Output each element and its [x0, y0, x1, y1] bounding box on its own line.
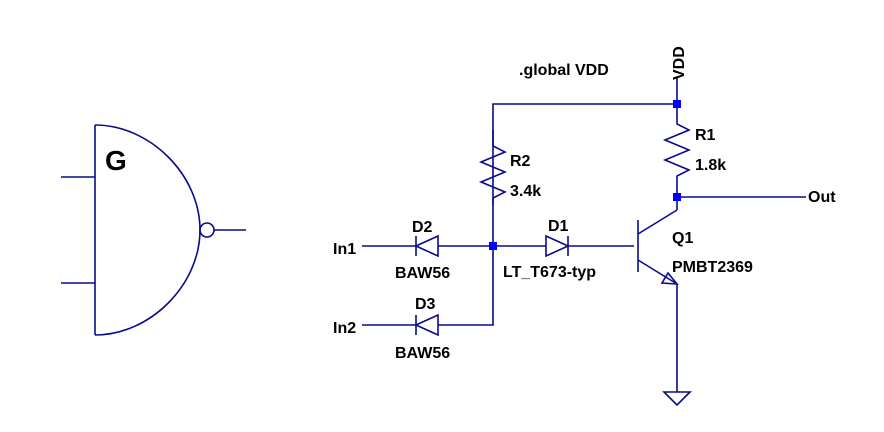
global-directive: .global VDD [519, 62, 609, 79]
d1-value: LT_T673-typ [503, 264, 596, 281]
resistor-r2: R2 3.4k [478, 130, 541, 246]
gate-inversion-bubble [199, 222, 215, 238]
diode-d3: D3 BAW56 [395, 246, 494, 362]
diode-d2: D2 BAW56 [395, 219, 493, 282]
junction-vdd [673, 100, 681, 108]
d2-ref: D2 [412, 219, 433, 236]
d2-value: BAW56 [395, 265, 450, 282]
resistor-r1: R1 1.8k [662, 104, 726, 197]
junction-out [673, 193, 681, 201]
diode-d1: D1 LT_T673-typ [493, 218, 634, 281]
r1-ref: R1 [695, 127, 716, 144]
out-label: Out [808, 189, 836, 206]
q1-ref: Q1 [672, 230, 693, 247]
vdd-net-flag: VDD [671, 46, 688, 104]
d3-value: BAW56 [395, 345, 450, 362]
r2-ref: R2 [510, 153, 531, 170]
q1-emitter-arrow [660, 271, 679, 285]
r2-value: 3.4k [510, 183, 541, 200]
junction-diode-node [489, 242, 497, 250]
d1-ref: D1 [548, 218, 569, 235]
d3-ref: D3 [415, 296, 436, 313]
r1-value: 1.8k [695, 157, 726, 174]
ground-symbol [662, 284, 692, 407]
q1-value: PMBT2369 [672, 259, 753, 276]
in2-label: In2 [333, 320, 356, 337]
vdd-rail-wire [492, 103, 677, 205]
nand-gate-symbol: G [61, 124, 246, 336]
vdd-label: VDD [671, 46, 688, 80]
transistor-q1: Q1 PMBT2369 [637, 197, 753, 285]
in1-label: In1 [333, 241, 356, 258]
q1-collector-lead [637, 209, 678, 235]
q1-emitter-lead [637, 259, 678, 285]
gate-label: G [105, 145, 127, 176]
